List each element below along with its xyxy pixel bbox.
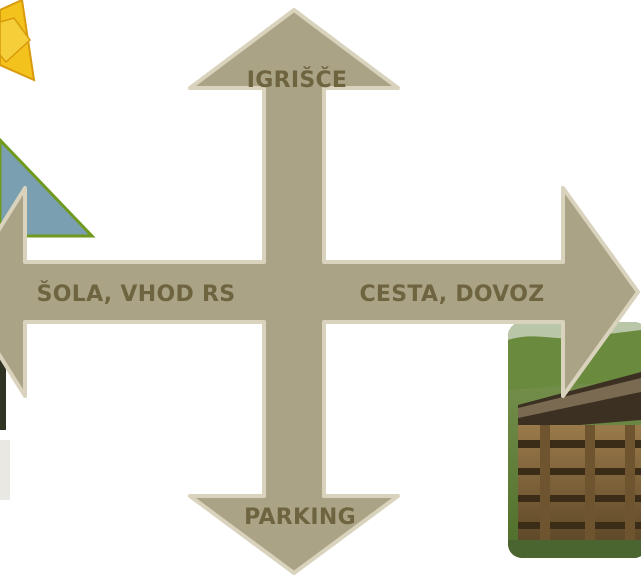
label-right: CESTA, DOVOZ [359,282,544,307]
label-up: IGRIŠČE [247,67,348,93]
label-left: ŠOLA, VHOD RS [37,281,236,307]
sun-icon [0,0,36,82]
label-down: PARKING [244,505,356,530]
left-photo-edge [0,330,10,500]
arrow-shape [0,8,640,575]
four-way-arrow [0,8,640,575]
